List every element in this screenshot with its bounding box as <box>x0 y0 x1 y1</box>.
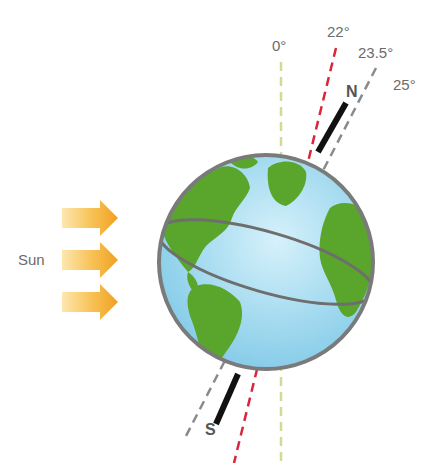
axis-south <box>216 374 238 424</box>
angle-label: 25° <box>393 77 416 92</box>
sun-label: Sun <box>18 252 45 267</box>
angle-label: 0° <box>272 38 286 53</box>
globe <box>150 148 382 369</box>
sun-rays <box>62 200 118 320</box>
pole-label: N <box>346 84 358 100</box>
pole-label: S <box>205 422 216 438</box>
angle-label: 23.5° <box>358 45 393 60</box>
axis-north <box>318 103 346 152</box>
angle-label: 22° <box>327 24 350 39</box>
